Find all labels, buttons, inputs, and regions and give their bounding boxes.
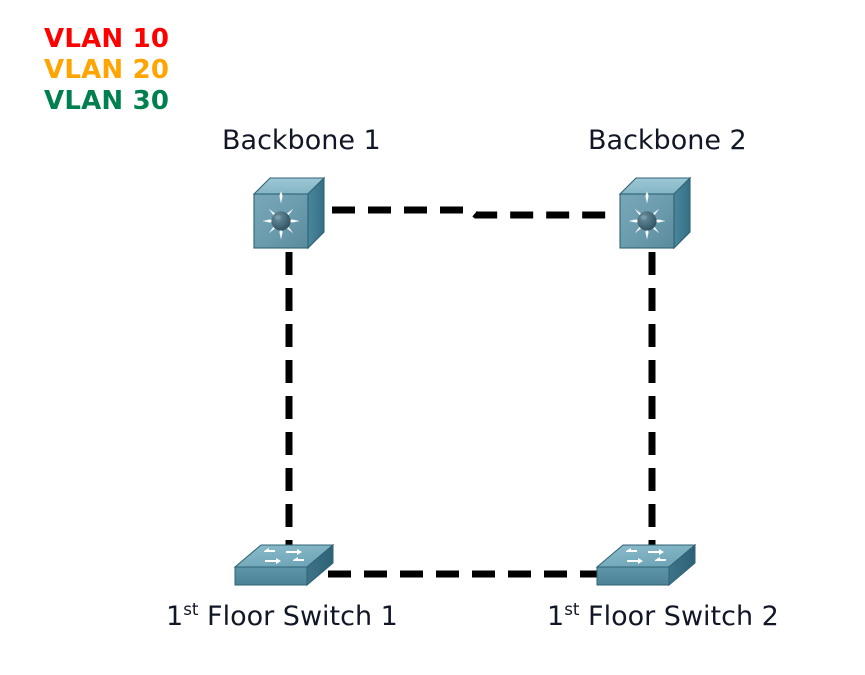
floor-switch-1-ordinal-suffix: st	[183, 599, 199, 619]
floor-switch-1-label-rest: Floor Switch 1	[198, 601, 398, 632]
workgroup-switch-icon	[233, 543, 335, 587]
node-label-floor-switch-2: 1st Floor Switch 2	[547, 601, 779, 633]
node-label-backbone-1: Backbone 1	[222, 125, 381, 156]
floor-switch-2-ordinal-number: 1	[547, 601, 565, 632]
vlan-legend: VLAN 10 VLAN 20 VLAN 30	[44, 24, 169, 117]
floor-switch-1-ordinal-number: 1	[166, 601, 184, 632]
node-label-backbone-2: Backbone 2	[588, 125, 747, 156]
workgroup-switch-icon	[595, 543, 697, 587]
multilayer-switch-icon	[252, 176, 326, 250]
link-backbone1-backbone2	[332, 206, 614, 219]
multilayer-switch-icon	[618, 176, 692, 250]
vlan-legend-item-30: VLAN 30	[44, 86, 170, 116]
node-label-floor-switch-1: 1st Floor Switch 1	[166, 601, 398, 633]
vlan-legend-item-20: VLAN 20	[44, 55, 170, 85]
floor-switch-2-ordinal-suffix: st	[564, 599, 580, 619]
vlan-legend-item-10: VLAN 10	[44, 24, 170, 54]
floor-switch-2-label-rest: Floor Switch 2	[579, 601, 779, 632]
